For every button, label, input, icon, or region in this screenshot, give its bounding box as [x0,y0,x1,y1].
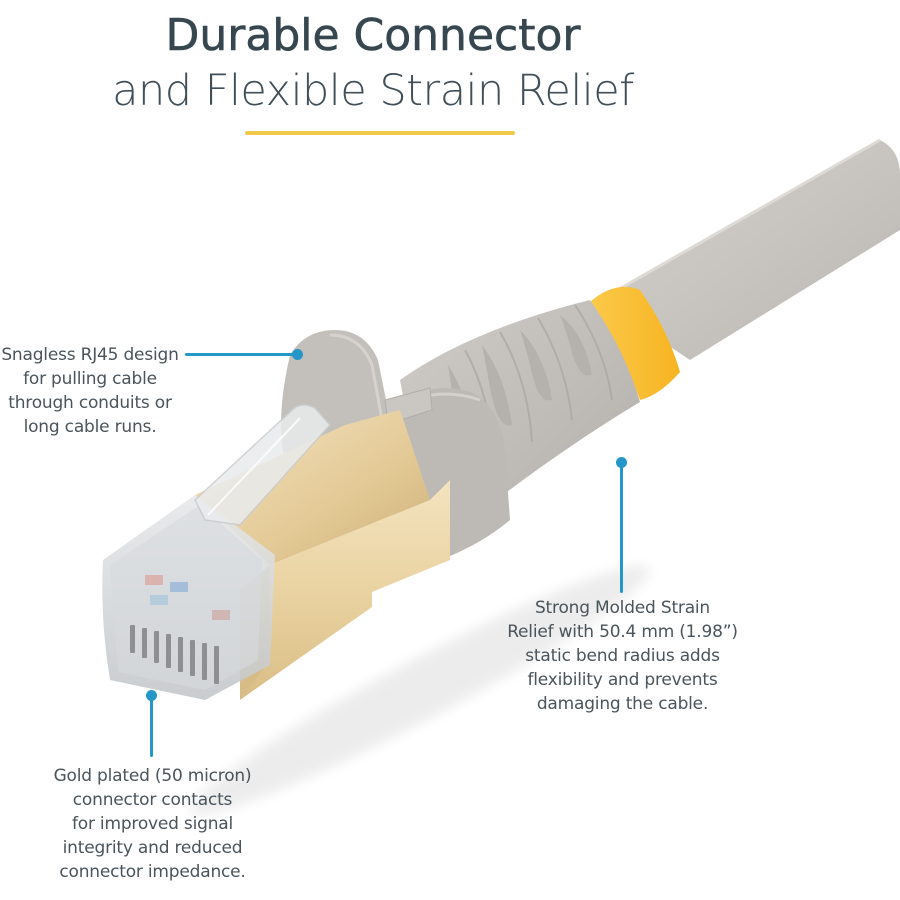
callout-strain-relief-line: Relief with 50.4 mm (1.98”) [507,622,738,642]
callout-snagless-line: Snagless RJ45 design [1,345,179,365]
callout-dot-strain-relief [616,457,627,468]
callout-line-strain-relief [620,465,623,593]
title-underline-divider [245,131,515,135]
callout-dot-gold-plated [146,690,157,701]
callout-snagless-line: long cable runs. [23,417,157,437]
page-title: Durable Connector [165,10,581,62]
callout-strain-relief: Strong Molded Strain Relief with 50.4 mm… [500,596,745,716]
callout-strain-relief-line: Strong Molded Strain [534,598,711,618]
callout-strain-relief-line: flexibility and prevents [527,670,718,690]
callout-line-gold-plated [150,698,153,757]
callout-gold-plated-line: connector impedance. [59,862,246,882]
callout-dot-snagless [292,349,303,360]
callout-gold-plated: Gold plated (50 micron) connector contac… [40,764,265,884]
callout-snagless: Snagless RJ45 design for pulling cable t… [0,343,180,439]
callout-line-snagless [185,353,297,356]
callout-gold-plated-line: connector contacts [72,790,233,810]
callout-snagless-line: for pulling cable [23,369,157,389]
callout-snagless-line: through conduits or [8,393,172,413]
callout-strain-relief-line: static bend radius adds [525,646,720,666]
callout-gold-plated-line: integrity and reduced [62,838,243,858]
callout-strain-relief-line: damaging the cable. [536,694,709,714]
callout-gold-plated-line: for improved signal [71,814,234,834]
title-block: Durable Connector and Flexible Strain Re… [0,8,746,118]
page-subtitle: and Flexible Strain Relief [112,66,634,116]
callout-gold-plated-line: Gold plated (50 micron) [53,766,252,786]
